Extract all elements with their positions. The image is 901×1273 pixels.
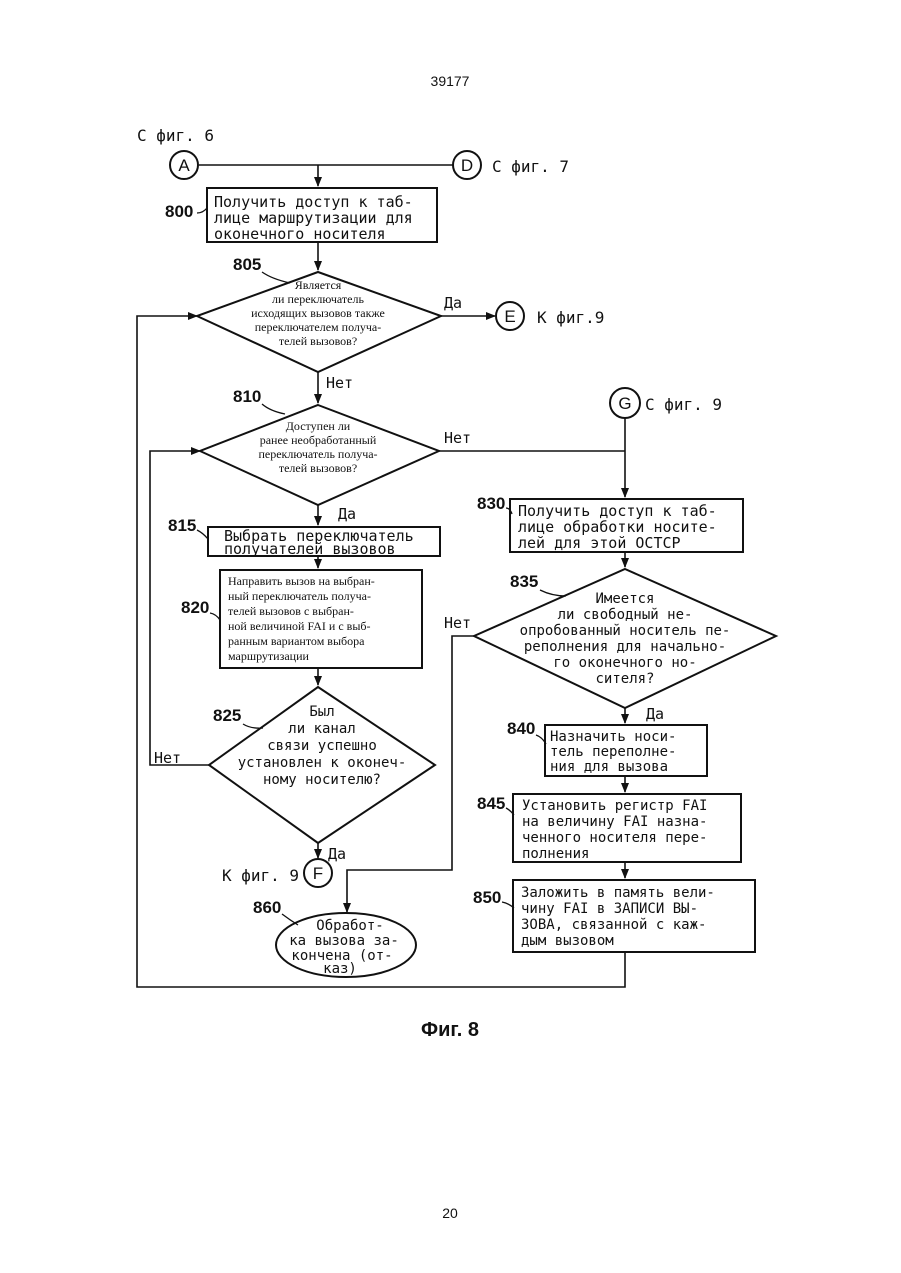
step-845-line: Установить регистр FAI <box>522 798 707 814</box>
branch-835-no: Нет <box>444 614 471 632</box>
connector-d-note: С фиг. 7 <box>492 157 569 176</box>
step-840-line: ния для вызова <box>550 759 668 775</box>
step-840-line: Назначить носи- <box>550 729 676 745</box>
ref-835: 835 <box>510 572 538 591</box>
figure-caption: Фиг. 8 <box>421 1019 479 1041</box>
step-810-line: Доступен ли <box>286 419 351 433</box>
step-845-line: на величину FAI назна- <box>522 814 707 830</box>
ref-845: 845 <box>477 794 505 813</box>
step-815-text: Выбрать переключатель получателей вызово… <box>224 527 414 558</box>
step-850-line: дым вызовом <box>521 933 614 949</box>
step-835-line: Имеется <box>595 591 654 607</box>
step-850-line: Заложить в память вели- <box>521 885 715 901</box>
step-820-line: ной величиной FAI и с выб- <box>228 619 371 633</box>
step-845-line: полнения <box>522 846 589 862</box>
connector-g-note: С фиг. 9 <box>645 395 722 414</box>
step-820-line: ный переключатель получа- <box>228 589 371 603</box>
step-805-line: исходящих вызовов также <box>251 306 385 320</box>
ref-850: 850 <box>473 888 501 907</box>
step-825-line: установлен к оконеч- <box>238 755 407 771</box>
step-860-line: каз) <box>323 961 357 977</box>
step-800-line: оконечного носителя <box>214 225 386 243</box>
branch-825-yes: Да <box>328 845 346 863</box>
step-840-text: Назначить носи- тель переполне- ния для … <box>550 729 676 775</box>
step-850-line: чину FAI в ЗАПИСИ ВЫ- <box>521 901 698 917</box>
branch-825-no: Нет <box>154 749 181 767</box>
step-820-line: ранным вариантом выбора <box>228 634 365 648</box>
branch-810-yes: Да <box>338 505 356 523</box>
branch-835-yes: Да <box>646 705 664 723</box>
step-830-line: лей для этой ОСТСР <box>518 534 681 552</box>
ref-805: 805 <box>233 255 261 274</box>
step-860-line: Обработ- <box>316 918 383 934</box>
step-805-line: Является <box>295 278 342 292</box>
ref-810: 810 <box>233 387 261 406</box>
step-820-line: телей вызовов с выбран- <box>228 604 354 618</box>
page-header-number: 39177 <box>431 73 470 89</box>
branch-805-no: Нет <box>326 374 353 392</box>
connector-a-letter: A <box>178 156 190 175</box>
step-835-line: го оконечного но- <box>553 655 696 671</box>
step-840-line: тель переполне- <box>550 744 676 760</box>
connector-e-letter: E <box>504 307 515 326</box>
step-810-line: телей вызовов? <box>279 461 357 475</box>
step-835-line: сителя? <box>595 671 654 687</box>
step-810-line: ранее необработанный <box>260 433 377 447</box>
connector-f-note: К фиг. 9 <box>222 866 299 885</box>
connector-f-letter: F <box>313 864 323 883</box>
step-805-line: ли переключатель <box>272 292 364 306</box>
step-810-line: переключатель получа- <box>258 447 377 461</box>
step-860-line: ка вызова за- <box>289 933 399 949</box>
connector-d-letter: D <box>461 156 473 175</box>
step-815-line: получателей вызовов <box>224 540 396 558</box>
step-820-line: маршрутизации <box>228 649 309 663</box>
ref-815: 815 <box>168 516 196 535</box>
connector-a-note: С фиг. 6 <box>137 126 214 145</box>
step-825-line: ли канал <box>288 721 355 737</box>
ref-800: 800 <box>165 202 193 221</box>
step-805-line: переключателем получа- <box>255 320 382 334</box>
step-805-line: телей вызовов? <box>279 334 357 348</box>
ref-830: 830 <box>477 494 505 513</box>
ref-825: 825 <box>213 706 241 725</box>
step-820-line: Направить вызов на выбран- <box>228 574 375 588</box>
step-835-line: опробованный носитель пе- <box>520 623 731 639</box>
ref-840: 840 <box>507 719 535 738</box>
ref-820: 820 <box>181 598 209 617</box>
step-800-text: Получить доступ к таб- лице маршрутизаци… <box>214 193 413 243</box>
connector-e-note: К фиг.9 <box>537 308 604 327</box>
branch-805-yes: Да <box>444 294 462 312</box>
connector-g-letter: G <box>618 394 631 413</box>
step-825-line: связи успешно <box>267 738 377 754</box>
branch-810-no: Нет <box>444 429 471 447</box>
step-825-line: ному носителю? <box>263 772 381 788</box>
step-825-line: Был <box>309 704 334 720</box>
step-835-line: ли свободный не- <box>558 607 693 623</box>
page-footer-number: 20 <box>442 1205 458 1221</box>
step-850-line: ЗОВА, связанной с каж- <box>521 917 706 933</box>
step-845-line: ченного носителя пере- <box>522 830 707 846</box>
ref-860: 860 <box>253 898 281 917</box>
step-835-line: реполнения для начально- <box>524 639 726 655</box>
